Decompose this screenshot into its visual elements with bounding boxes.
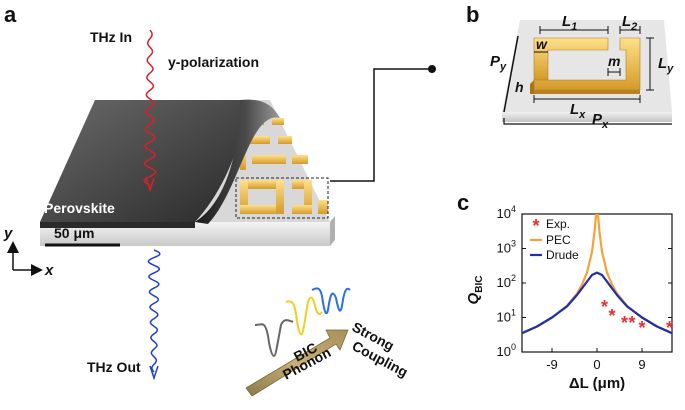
series-exp-point: *: [608, 306, 615, 326]
series-pec-line: [522, 214, 672, 334]
highlight-box: [235, 177, 329, 219]
spectrum-grey: [254, 319, 294, 358]
y-tick-label: 104: [497, 204, 516, 221]
unit-cell-substrate-front: [502, 112, 672, 122]
plot-frame: [521, 213, 673, 353]
spectrum-yellow: [285, 296, 323, 336]
legend-drude-label: Drude: [546, 248, 579, 262]
series-exp-point: *: [601, 297, 608, 317]
x-tick-label: 9: [638, 357, 645, 372]
panel-label-b: b: [466, 2, 479, 27]
dimension-lines: [533, 26, 654, 103]
connector-dot: [428, 65, 436, 73]
perovskite-film: [40, 100, 243, 222]
dim-m: m: [608, 53, 620, 69]
axis-y-label: y: [3, 225, 13, 242]
connector-line: [330, 68, 432, 182]
thz-in-wave: [143, 29, 157, 193]
panel-a: a Perovskite: [3, 2, 436, 397]
unit-cell-edge-bottom: [503, 118, 672, 125]
y-axis-label: QBIC: [465, 276, 485, 305]
legend-exp-symbol: *: [532, 216, 539, 236]
unit-cell-resonator: [530, 37, 641, 94]
panel-b: b: [466, 2, 674, 131]
coordinate-axes: y x: [3, 225, 54, 279]
x-tick-label: -9: [546, 357, 558, 372]
substrate-side: [330, 216, 335, 246]
scale-bar-label: 50 μm: [54, 225, 94, 241]
dim-Py: Py: [490, 53, 507, 73]
series-exp-point: *: [666, 318, 673, 338]
thz-in-label: THz In: [90, 29, 132, 45]
gold-resonator-array: [240, 118, 328, 214]
dim-L2: L2: [622, 13, 637, 33]
series-drude-line: [522, 271, 672, 335]
panel-label-c: c: [457, 190, 469, 215]
y-tick-label: 101: [497, 308, 516, 325]
perovskite-edge: [40, 222, 195, 228]
spectrum-blue: [311, 287, 351, 315]
dim-L1: L1: [562, 13, 577, 33]
x-axis-label: ΔL (μm): [569, 375, 625, 392]
perovskite-label: Perovskite: [44, 200, 115, 216]
axis-x-label: x: [44, 262, 54, 279]
bic-phonon-arrow: [245, 329, 349, 397]
series-exp-point: *: [638, 318, 645, 338]
unit-cell-substrate-top: [502, 20, 672, 112]
y-tick-label: 100: [497, 342, 516, 359]
dim-Ly: Ly: [658, 55, 674, 75]
dim-Px: Px: [592, 111, 609, 131]
legend-exp-label: Exp.: [546, 217, 570, 231]
y-tick-label: 103: [497, 239, 516, 256]
dim-Lx: Lx: [570, 101, 586, 121]
series-exp-point: *: [628, 313, 635, 333]
polarization-label: y-polarization: [168, 54, 259, 70]
dim-w: w: [536, 36, 548, 52]
series-exp-point: *: [621, 313, 628, 333]
y-tick-label: 102: [497, 273, 516, 290]
unit-cell-edge-left: [503, 35, 519, 113]
dim-h: h: [515, 79, 524, 95]
thz-out-wave: [147, 249, 161, 381]
panel-label-a: a: [4, 2, 17, 27]
thz-out-label: THz Out: [87, 359, 141, 375]
legend-pec-label: PEC: [546, 233, 571, 247]
x-tick-label: 0: [593, 357, 600, 372]
perovskite-curl: [195, 99, 280, 224]
